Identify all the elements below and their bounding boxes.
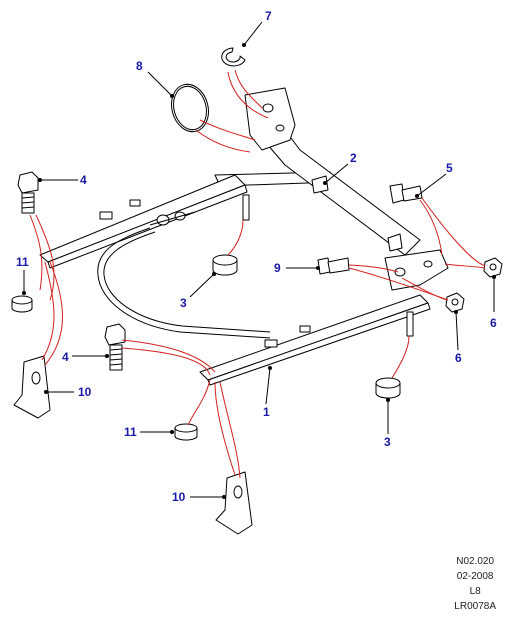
callout-4-upper: 4 xyxy=(80,173,87,187)
callout-2: 2 xyxy=(350,151,357,165)
callout-6-lower: 6 xyxy=(455,351,462,365)
callout-11-lower: 11 xyxy=(124,425,137,439)
callout-7: 7 xyxy=(265,9,272,23)
callout-3-upper: 3 xyxy=(180,296,187,310)
bolt-part-lower xyxy=(104,323,126,371)
callout-9: 9 xyxy=(274,261,281,275)
callout-3-lower: 3 xyxy=(384,435,391,449)
spacer-part-upper xyxy=(11,295,33,313)
callout-4-lower: 4 xyxy=(62,350,69,364)
nut-part-upper xyxy=(483,257,503,278)
c-clip-part xyxy=(221,47,246,67)
drawing-code: N02.020 xyxy=(456,556,495,567)
mount-bracket-upper xyxy=(13,355,51,419)
bush-part-upper xyxy=(212,254,238,276)
callout-labels: 7 8 2 5 4 11 9 3 6 4 6 10 1 11 3 10 xyxy=(16,9,497,504)
spacer-part-lower xyxy=(174,423,198,441)
drawing-date: 02-2008 xyxy=(456,571,494,582)
bolt-part-upper xyxy=(17,171,39,214)
callout-8: 8 xyxy=(136,59,143,73)
seat-frame-assembly xyxy=(39,87,449,386)
screw-part-9 xyxy=(317,257,350,275)
callout-1: 1 xyxy=(263,405,270,419)
spring-ring-part xyxy=(171,83,209,133)
callout-6-upper: 6 xyxy=(490,316,497,330)
leader-lines xyxy=(22,21,496,499)
bush-part-lower xyxy=(375,377,401,399)
drawing-reference-block: N02.020 02-2008 L8 LR0078A xyxy=(454,554,496,614)
callout-11-upper: 11 xyxy=(16,255,29,269)
drawing-ref: LR0078A xyxy=(454,601,496,612)
nut-part-lower xyxy=(445,292,465,313)
bolt-part-5 xyxy=(389,183,423,204)
mount-bracket-lower xyxy=(215,471,253,535)
callout-5: 5 xyxy=(446,161,453,175)
callout-10-lower: 10 xyxy=(172,490,186,504)
assembly-lines xyxy=(29,69,486,479)
drawing-level: L8 xyxy=(469,586,481,597)
callout-10-upper: 10 xyxy=(78,385,92,399)
